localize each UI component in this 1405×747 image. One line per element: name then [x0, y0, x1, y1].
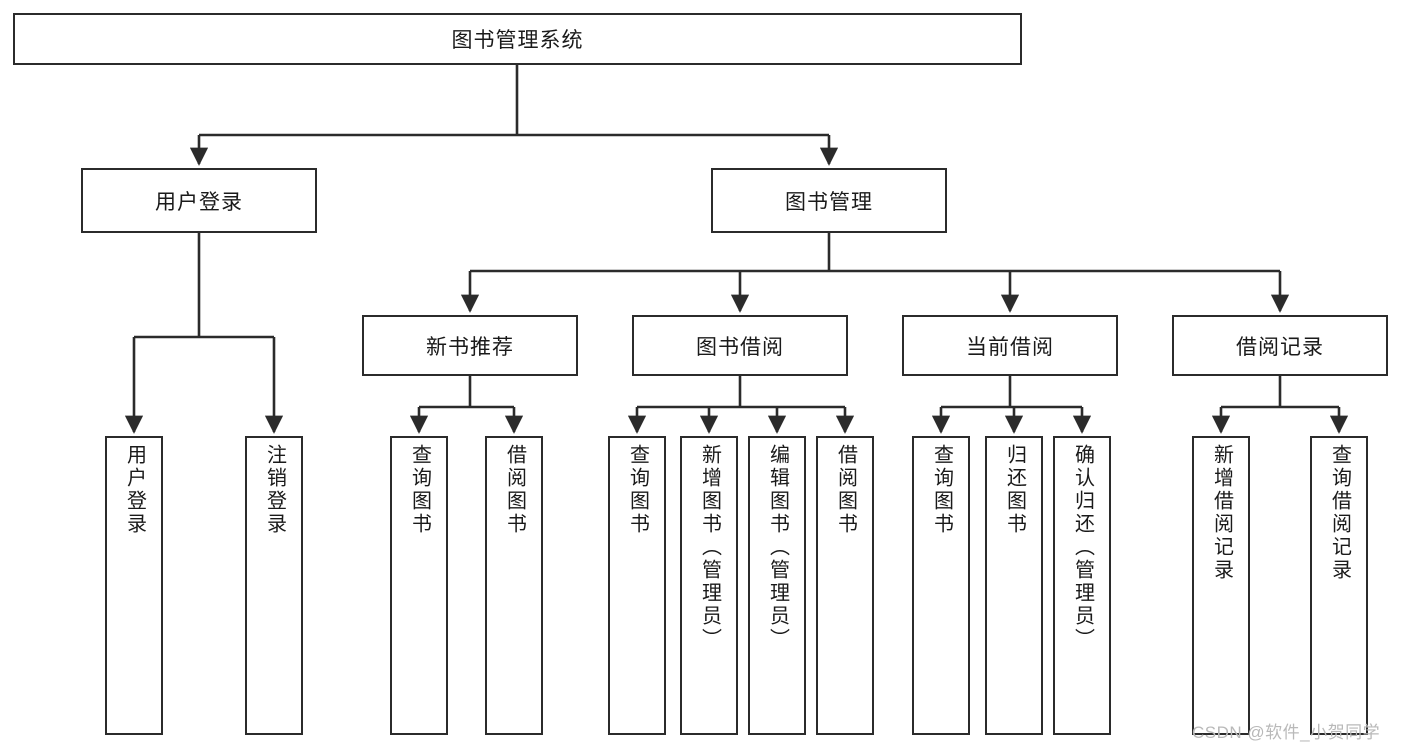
leaf-label: 查询图书: [626, 444, 649, 536]
leaf-label: 新增图书（管理员）: [698, 444, 721, 651]
leaf-label: 注销登录: [263, 444, 286, 536]
node-root-label: 图书管理系统: [451, 29, 584, 52]
node-user-login[interactable]: 用户登录: [81, 168, 317, 233]
leaf-add-book-admin[interactable]: 新增图书（管理员）: [680, 436, 738, 735]
leaf-label: 查询图书: [408, 444, 431, 536]
leaf-edit-book-admin[interactable]: 编辑图书（管理员）: [748, 436, 806, 735]
leaf-logout[interactable]: 注销登录: [245, 436, 303, 735]
leaf-query-book-borrow[interactable]: 查询图书: [608, 436, 666, 735]
leaf-label: 用户登录: [123, 444, 146, 536]
leaf-borrow-book-new[interactable]: 借阅图书: [485, 436, 543, 735]
node-current-borrow[interactable]: 当前借阅: [902, 315, 1118, 376]
leaf-return-book[interactable]: 归还图书: [985, 436, 1043, 735]
leaf-label: 编辑图书（管理员）: [766, 444, 789, 651]
leaf-user-login[interactable]: 用户登录: [105, 436, 163, 735]
leaf-label: 借阅图书: [834, 444, 857, 536]
leaf-label: 查询借阅记录: [1328, 444, 1351, 582]
leaf-query-book-new[interactable]: 查询图书: [390, 436, 448, 735]
leaf-query-book-current[interactable]: 查询图书: [912, 436, 970, 735]
node-user-login-label: 用户登录: [155, 190, 243, 214]
node-borrow-record[interactable]: 借阅记录: [1172, 315, 1388, 376]
leaf-confirm-return-admin[interactable]: 确认归还（管理员）: [1053, 436, 1111, 735]
node-borrow-record-label: 借阅记录: [1236, 335, 1324, 359]
node-book-borrow-label: 图书借阅: [696, 335, 784, 359]
leaf-label: 新增借阅记录: [1210, 444, 1233, 582]
node-root[interactable]: 图书管理系统: [13, 13, 1022, 65]
node-new-book-recommend[interactable]: 新书推荐: [362, 315, 578, 376]
node-book-management[interactable]: 图书管理: [711, 168, 947, 233]
node-new-book-recommend-label: 新书推荐: [426, 335, 514, 359]
leaf-label: 确认归还（管理员）: [1071, 444, 1094, 651]
node-book-management-label: 图书管理: [785, 190, 873, 214]
leaf-add-borrow-record[interactable]: 新增借阅记录: [1192, 436, 1250, 735]
leaf-label: 借阅图书: [503, 444, 526, 536]
node-book-borrow[interactable]: 图书借阅: [632, 315, 848, 376]
leaf-label: 归还图书: [1003, 444, 1026, 536]
leaf-query-borrow-record[interactable]: 查询借阅记录: [1310, 436, 1368, 735]
node-current-borrow-label: 当前借阅: [966, 335, 1054, 359]
watermark: CSDN @软件_小贺同学: [1192, 723, 1381, 742]
leaf-label: 查询图书: [930, 444, 953, 536]
leaf-borrow-book[interactable]: 借阅图书: [816, 436, 874, 735]
